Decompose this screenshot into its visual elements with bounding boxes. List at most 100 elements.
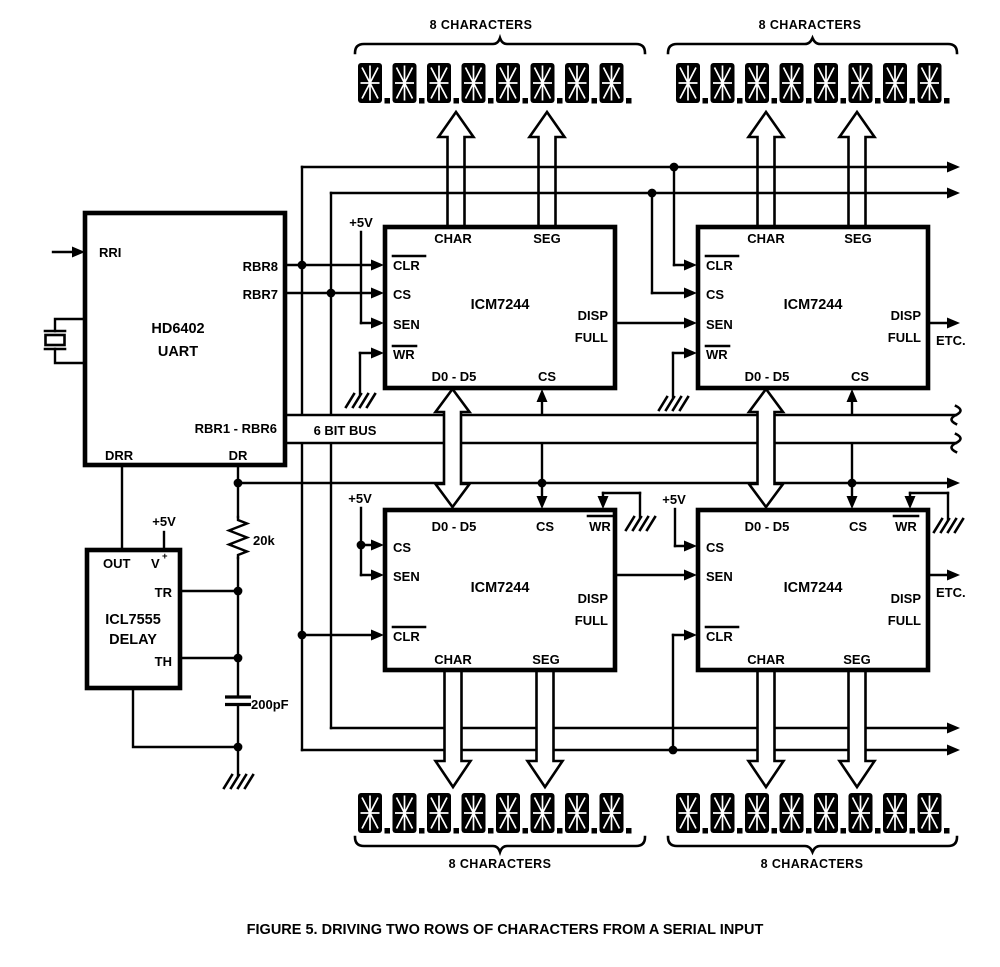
etc-label: ETC. bbox=[936, 333, 966, 348]
icm7244-bottom-right-labels: D0 - D5 CS WR CS SEN CLR ICM7244 DISP FU… bbox=[706, 519, 921, 667]
icm7244-bottom-left-labels: D0 - D5 CS WR CS SEN CLR ICM7244 DISP FU… bbox=[393, 519, 611, 667]
uart-labels: RRI RBR8 RBR7 RBR1 - RBR6 DRR DR HD6402 … bbox=[99, 245, 278, 463]
uart-name-2: UART bbox=[158, 344, 198, 360]
pin-sen: SEN bbox=[706, 569, 733, 584]
character-count-label: 8 CHARACTERS bbox=[449, 857, 552, 871]
pin-d0-d5: D0 - D5 bbox=[432, 369, 477, 384]
icm7244-top-right-block bbox=[695, 224, 931, 391]
uart-pin-rri: RRI bbox=[99, 245, 121, 260]
display-character-row bbox=[358, 63, 632, 104]
data-bus-arrows bbox=[432, 386, 786, 510]
icl7555-labels: OUT V + TR ICL7555 DELAY TH bbox=[103, 551, 173, 669]
pin-d0-d5: D0 - D5 bbox=[432, 519, 477, 534]
pin-sen: SEN bbox=[393, 569, 420, 584]
icm7244-top-right-labels: CHAR SEG CLR CS SEN WR ICM7244 DISP FULL… bbox=[706, 231, 921, 384]
pin-wr: WR bbox=[393, 347, 415, 362]
pin-cs: CS bbox=[393, 540, 411, 555]
pin-full: FULL bbox=[888, 613, 921, 628]
icm7244-bottom-left-block bbox=[382, 507, 618, 673]
char-seg-bus-arrows-top bbox=[436, 109, 877, 227]
pin-disp: DISP bbox=[578, 308, 609, 323]
supply-label: +5V bbox=[349, 215, 373, 230]
icm-name: ICM7244 bbox=[784, 297, 843, 313]
uart-pin-dr: DR bbox=[229, 448, 248, 463]
pin-wr: WR bbox=[895, 519, 917, 534]
character-count-label: 8 CHARACTERS bbox=[761, 857, 864, 871]
pin-disp: DISP bbox=[578, 591, 609, 606]
pin-clr: CLR bbox=[706, 258, 733, 273]
uart-pin-rbr8: RBR8 bbox=[243, 259, 278, 274]
pin-disp: DISP bbox=[891, 591, 922, 606]
pin-seg: SEG bbox=[533, 231, 560, 246]
pin-seg: SEG bbox=[843, 652, 870, 667]
annotations: +5V +5V +5V +5V 6 BIT BUS 20k 200pF ETC.… bbox=[152, 215, 965, 712]
crystal-icon bbox=[43, 329, 67, 351]
pin-cs2: CS bbox=[849, 519, 867, 534]
pin-cs2: CS bbox=[536, 519, 554, 534]
pin-sen: SEN bbox=[706, 317, 733, 332]
pin-clr: CLR bbox=[706, 629, 733, 644]
pin-disp: DISP bbox=[891, 308, 922, 323]
icl-name: ICL7555 bbox=[105, 612, 161, 628]
pin-wr: WR bbox=[589, 519, 611, 534]
pin-clr: CLR bbox=[393, 629, 420, 644]
icl-pin-th: TH bbox=[155, 654, 172, 669]
junction-dots bbox=[233, 162, 857, 755]
uart-block bbox=[82, 210, 288, 468]
uart-pin-rbr7: RBR7 bbox=[243, 287, 278, 302]
icl7555-block bbox=[84, 547, 183, 691]
pin-full: FULL bbox=[888, 330, 921, 345]
supply-label: +5V bbox=[348, 491, 372, 506]
icm7244-top-left-block bbox=[382, 224, 618, 391]
pin-cs2: CS bbox=[851, 369, 869, 384]
bus-label: 6 BIT BUS bbox=[314, 423, 377, 438]
icm-name: ICM7244 bbox=[471, 297, 530, 313]
capacitor-icon bbox=[225, 695, 251, 707]
supply-label: +5V bbox=[662, 492, 686, 507]
display-character-row bbox=[358, 793, 632, 834]
capacitor-value: 200pF bbox=[251, 697, 289, 712]
pin-char: CHAR bbox=[747, 231, 785, 246]
icm7244-bottom-right-block bbox=[695, 507, 931, 673]
uart-pin-drr: DRR bbox=[105, 448, 134, 463]
pin-cs: CS bbox=[706, 540, 724, 555]
display-character-row bbox=[676, 63, 950, 104]
pin-d0-d5: D0 - D5 bbox=[745, 519, 790, 534]
pin-seg: SEG bbox=[844, 231, 871, 246]
pin-full: FULL bbox=[575, 613, 608, 628]
active-low-overlines bbox=[391, 254, 920, 629]
supply-label: +5V bbox=[152, 514, 176, 529]
pin-clr: CLR bbox=[393, 258, 420, 273]
pin-sen: SEN bbox=[393, 317, 420, 332]
resistor-value: 20k bbox=[253, 533, 275, 548]
display-character-row bbox=[676, 793, 950, 834]
uart-name: HD6402 bbox=[151, 321, 204, 337]
character-count-label: 8 CHARACTERS bbox=[759, 18, 862, 32]
pin-cs: CS bbox=[706, 287, 724, 302]
resistor-icon bbox=[225, 515, 251, 560]
icm-name: ICM7244 bbox=[784, 580, 843, 596]
etc-label: ETC. bbox=[936, 585, 966, 600]
char-seg-bus-arrows-bottom bbox=[433, 668, 877, 790]
icl-name-2: DELAY bbox=[109, 632, 157, 648]
display-banks: 8 CHARACTERS 8 CHARACTERS 8 CHARACTERS 8… bbox=[353, 18, 959, 871]
icm-name: ICM7244 bbox=[471, 580, 530, 596]
pin-seg: SEG bbox=[532, 652, 559, 667]
pin-wr: WR bbox=[706, 347, 728, 362]
pin-cs2: CS bbox=[538, 369, 556, 384]
pin-char: CHAR bbox=[747, 652, 785, 667]
icl-pin-out: OUT bbox=[103, 556, 131, 571]
character-count-label: 8 CHARACTERS bbox=[430, 18, 533, 32]
bus-break-icons bbox=[950, 404, 962, 454]
pin-char: CHAR bbox=[434, 652, 472, 667]
icl-pin-vplus: V bbox=[151, 556, 160, 571]
pin-char: CHAR bbox=[434, 231, 472, 246]
icl-pin-tr: TR bbox=[155, 585, 173, 600]
pin-cs: CS bbox=[393, 287, 411, 302]
icm7244-top-left-labels: CHAR SEG CLR CS SEN WR ICM7244 DISP FULL… bbox=[393, 231, 608, 384]
uart-pin-rbr-bus: RBR1 - RBR6 bbox=[195, 421, 277, 436]
brace-icons bbox=[353, 33, 959, 857]
icl-pin-vplus-sup: + bbox=[162, 551, 168, 562]
